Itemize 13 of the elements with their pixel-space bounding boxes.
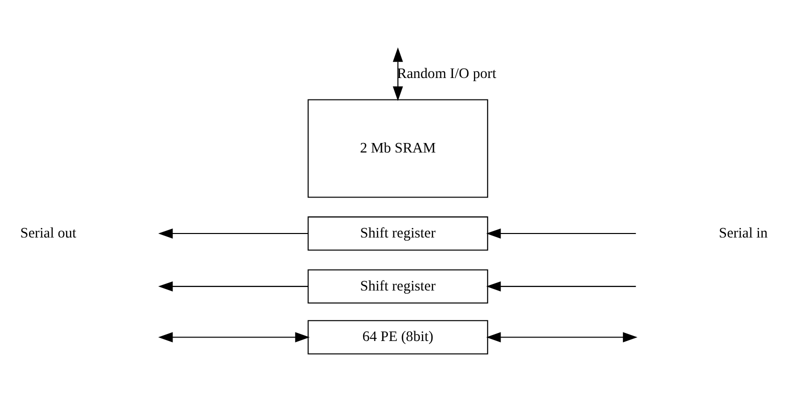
arrow xyxy=(392,46,403,100)
label: Serial in xyxy=(718,224,768,241)
label: Serial out xyxy=(20,224,76,241)
arrow xyxy=(158,332,310,342)
arrow xyxy=(486,228,636,238)
node-box: 2 Mb SRAM xyxy=(308,98,488,198)
node-box: Shift register xyxy=(308,268,488,304)
node-box: 64 PE (8bit) xyxy=(308,320,488,354)
arrow xyxy=(158,228,308,238)
arrow xyxy=(486,332,638,342)
node-box: Shift register xyxy=(308,216,488,250)
arrow xyxy=(486,280,636,292)
arrow xyxy=(158,280,308,292)
